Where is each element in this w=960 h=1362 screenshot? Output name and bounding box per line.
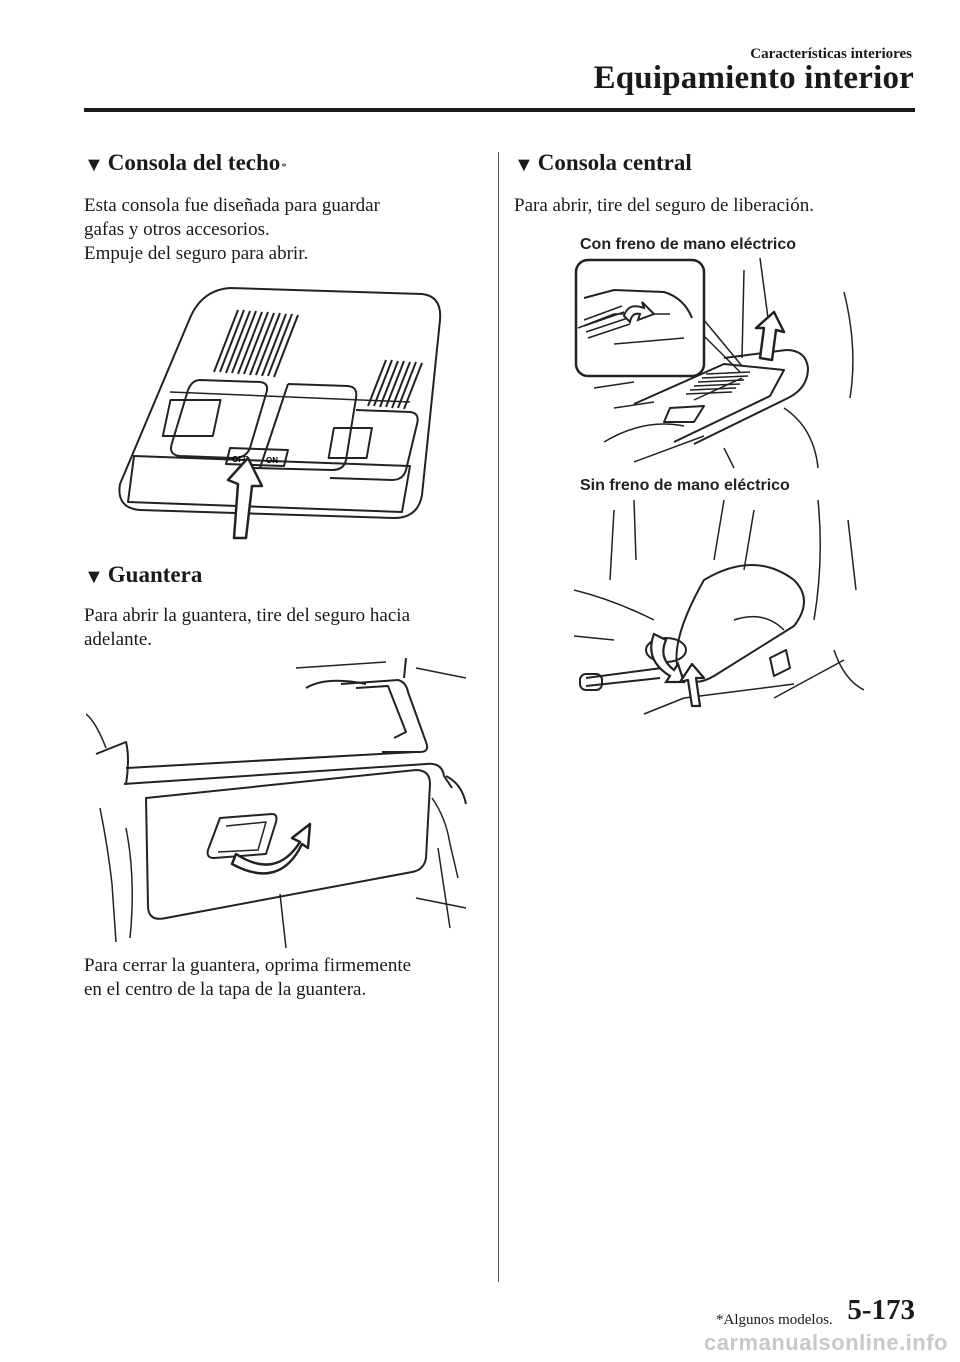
overhead-body-1: Esta consola fue diseñada para guardar (84, 195, 380, 216)
glovebox-close-1: Para cerrar la guantera, oprima firmemen… (84, 955, 412, 976)
center-console-heading: ▼ Consola central (514, 150, 692, 176)
triangle-bullet-icon: ▼ (84, 154, 104, 176)
glovebox-section: ▼ Guantera Para abrir la guantera, tire … (84, 562, 480, 652)
label-manual-brake: Sin freno de mano eléctrico (580, 477, 790, 494)
left-column: ▼ Consola del techo* Esta consola fue di… (84, 150, 480, 266)
switch-off-label: OFF (232, 455, 248, 464)
triangle-bullet-icon: ▼ (514, 154, 534, 176)
lift-arrow-icon (754, 310, 786, 362)
overhead-body-3: Empuje del seguro para abrir. (84, 243, 309, 264)
overhead-body-2: gafas y otros accesorios. (84, 219, 270, 240)
center-console-manual-illustration (574, 500, 864, 715)
glovebox-close-2: en el centro de la tapa de la guantera. (84, 979, 367, 1000)
footnote: *Algunos modelos. (716, 1312, 833, 1328)
push-arrow-icon (226, 456, 264, 540)
overhead-console-heading: ▼ Consola del techo* (84, 150, 287, 176)
page-title: Equipamiento interior (593, 60, 914, 96)
section-subtitle: Características interiores (750, 46, 912, 62)
lift-lever-arrow-icon (678, 662, 706, 708)
center-console-body: Para abrir, tire del seguro de liberació… (514, 195, 814, 216)
glovebox-close-text: Para cerrar la guantera, oprima firmemen… (84, 954, 480, 1002)
column-divider (498, 152, 499, 1282)
right-column: ▼ Consola central Para abrir, tire del s… (514, 150, 914, 218)
glovebox-illustration (86, 658, 467, 948)
glovebox-heading: ▼ Guantera (84, 562, 203, 588)
glovebox-body-2: adelante. (84, 629, 153, 650)
inset-pull-arrow-icon (622, 301, 656, 325)
release-arrow-icon (650, 632, 686, 684)
switch-on-label: ON (266, 456, 278, 465)
glovebox-body-1: Para abrir la guantera, tire del seguro … (84, 605, 411, 626)
overhead-console-illustration: OFF ON (118, 287, 442, 540)
watermark: carmanualsonline.info (704, 1330, 948, 1355)
header-rule (84, 108, 915, 112)
pull-arrow-icon (230, 822, 312, 875)
label-electric-brake: Con freno de mano eléctrico (580, 236, 797, 253)
center-console-electric-illustration (574, 258, 854, 469)
page-number: 5-173 (847, 1294, 915, 1326)
triangle-bullet-icon: ▼ (84, 566, 104, 588)
